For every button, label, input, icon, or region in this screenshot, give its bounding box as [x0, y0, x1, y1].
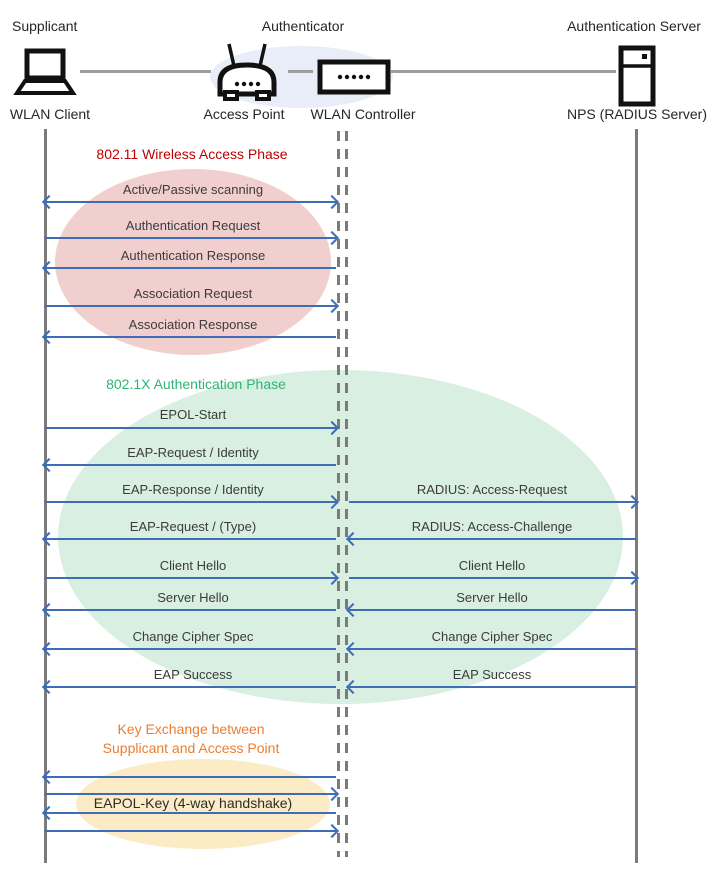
message-arrow-radius-access-challenge	[349, 538, 636, 540]
message-label: Active/Passive scanning	[122, 182, 264, 197]
message-arrow-eap-request-identity	[45, 464, 336, 466]
message-arrow-eap-request-type	[45, 538, 336, 540]
message-arrow-client-hello-right	[349, 577, 636, 579]
lifeline-controller-dash-left	[337, 131, 340, 857]
message-label-eapol-key: EAPOL-Key (4-way handshake)	[93, 795, 293, 811]
server-icon	[617, 45, 657, 112]
link-controller-server	[391, 70, 616, 73]
message-label: Change Cipher Spec	[431, 629, 553, 644]
role-authentication-server: Authentication Server	[567, 18, 701, 34]
message-arrow-eapol-key-4	[45, 830, 336, 832]
message-label: Change Cipher Spec	[132, 629, 254, 644]
phase-ellipse-key-exchange	[76, 759, 330, 849]
message-arrow-eap-success-right	[349, 686, 636, 688]
message-label: Server Hello	[157, 590, 229, 605]
phase-ellipse-80211	[55, 169, 331, 355]
message-label: Client Hello	[458, 558, 526, 573]
message-arrow-eap-success-left	[45, 686, 336, 688]
phase-title-key-exchange-line1: Key Exchange between	[117, 721, 265, 737]
message-arrow-client-hello-left	[45, 577, 336, 579]
phase-title-8021x: 802.1X Authentication Phase	[106, 376, 286, 392]
role-supplicant: Supplicant	[12, 18, 78, 34]
lifeline-wlan-client	[44, 129, 47, 863]
message-arrow-server-hello-left	[45, 609, 336, 611]
message-arrow-server-hello-right	[349, 609, 636, 611]
message-arrow-change-cipher-spec-right	[349, 648, 636, 650]
message-arrow-eapol-key-1	[45, 776, 336, 778]
message-arrow-epol-start	[45, 427, 336, 429]
phase-title-80211: 802.11 Wireless Access Phase	[96, 146, 288, 162]
message-label: EAP-Request / (Type)	[129, 519, 257, 534]
wlan-controller-icon	[317, 59, 391, 100]
role-authenticator: Authenticator	[261, 18, 345, 34]
message-label: EPOL-Start	[159, 407, 227, 422]
message-label: EAP Success	[153, 667, 233, 682]
message-arrow-authentication-response	[45, 267, 336, 269]
message-label: Association Response	[128, 317, 258, 332]
device-label-wlan-client: WLAN Client	[9, 106, 91, 122]
message-arrow-association-request	[45, 305, 336, 307]
device-label-nps: NPS (RADIUS Server)	[566, 106, 708, 122]
access-point-icon	[210, 42, 284, 109]
lifeline-nps-server	[635, 129, 638, 863]
message-label: RADIUS: Access-Request	[416, 482, 568, 497]
message-arrow-eap-response-identity	[45, 501, 336, 503]
device-label-access-point: Access Point	[203, 106, 285, 122]
message-label: Authentication Request	[125, 218, 261, 233]
message-arrow-authentication-request	[45, 237, 336, 239]
message-arrow-eapol-key-2	[45, 793, 336, 795]
phase-title-key-exchange-line2: Supplicant and Access Point	[102, 740, 280, 756]
message-arrow-active-passive-scanning	[45, 201, 336, 203]
message-label: Association Request	[133, 286, 253, 301]
message-label: EAP-Response / Identity	[122, 482, 264, 497]
message-label: Client Hello	[159, 558, 227, 573]
lifeline-controller-dash-right	[345, 131, 348, 857]
device-label-wlan-controller: WLAN Controller	[310, 106, 416, 122]
message-label: Authentication Response	[120, 248, 266, 263]
link-client-ap	[80, 70, 211, 73]
message-arrow-radius-access-request	[349, 501, 636, 503]
message-label: EAP-Request / Identity	[127, 445, 259, 460]
message-arrow-eapol-key-3	[45, 812, 336, 814]
message-label: RADIUS: Access-Challenge	[411, 519, 573, 534]
link-ap-controller	[288, 70, 313, 73]
message-label: EAP Success	[452, 667, 532, 682]
phase-ellipse-8021x	[58, 370, 623, 704]
message-arrow-association-response	[45, 336, 336, 338]
message-arrow-change-cipher-spec-left	[45, 648, 336, 650]
laptop-icon	[11, 48, 79, 103]
message-label: Server Hello	[456, 590, 528, 605]
